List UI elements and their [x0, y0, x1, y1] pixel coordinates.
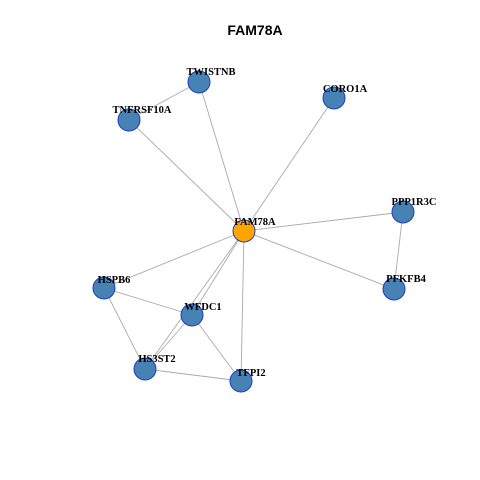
node-label-pfkfb4: PFKFB4 — [386, 274, 426, 285]
node-label-tfpi2: TFPI2 — [236, 368, 265, 379]
node-label-ppp1r3c: PPP1R3C — [392, 197, 437, 208]
node-circle-tnfrsf10a — [117, 108, 141, 132]
node-twistnb: TWISTNB — [186, 67, 236, 94]
nodes-layer: FAM78A TWISTNB TNFRSF10A CORO1A PPP1R3C PFKFB… — [92, 67, 437, 393]
node-tnfrsf10a: TNFRSF10A — [113, 105, 172, 132]
node-label-tnfrsf10a: TNFRSF10A — [113, 105, 172, 116]
node-pfkfb4: PFKFB4 — [382, 274, 427, 301]
edge-wfdc1-hs3st2 — [144, 314, 193, 370]
edge-ppp1r3c-pfkfb4 — [393, 211, 404, 290]
edge-fam78a-tfpi2 — [240, 230, 245, 382]
node-label-coro1a: CORO1A — [323, 84, 368, 95]
node-tfpi2: TFPI2 — [229, 368, 266, 393]
edges-layer — [103, 81, 404, 382]
node-label-hspb6: HSPB6 — [98, 275, 131, 286]
edge-hs3st2-tfpi2 — [144, 368, 242, 382]
node-circle-fam78a — [232, 219, 256, 243]
node-label-fam78a: FAM78A — [234, 217, 276, 228]
node-circle-twistnb — [187, 70, 211, 94]
edge-fam78a-ppp1r3c — [243, 211, 404, 232]
node-circle-coro1a — [322, 86, 346, 110]
diagram-title: FAM78A — [227, 22, 282, 38]
node-circle-hspb6 — [92, 276, 116, 300]
node-label-twistnb: TWISTNB — [186, 67, 235, 78]
edge-fam78a-tnfrsf10a — [128, 119, 245, 232]
node-wfdc1: WFDC1 — [180, 302, 222, 327]
edge-wfdc1-tfpi2 — [191, 314, 242, 382]
edge-twistnb-tnfrsf10a — [128, 81, 200, 121]
node-circle-ppp1r3c — [391, 200, 415, 224]
edge-fam78a-hspb6 — [103, 230, 245, 289]
node-hs3st2: HS3ST2 — [133, 354, 176, 381]
node-hspb6: HSPB6 — [92, 275, 131, 300]
edge-fam78a-pfkfb4 — [243, 230, 395, 290]
node-circle-hs3st2 — [133, 357, 157, 381]
node-coro1a: CORO1A — [322, 84, 368, 110]
node-label-wfdc1: WFDC1 — [184, 302, 221, 313]
node-ppp1r3c: PPP1R3C — [391, 197, 437, 224]
edge-fam78a-twistnb — [198, 81, 245, 232]
node-circle-pfkfb4 — [382, 277, 406, 301]
node-fam78a: FAM78A — [232, 217, 276, 243]
edge-fam78a-coro1a — [243, 97, 335, 232]
edge-fam78a-wfdc1 — [191, 230, 245, 316]
edge-hspb6-wfdc1 — [103, 287, 193, 316]
node-circle-wfdc1 — [180, 303, 204, 327]
edge-fam78a-hs3st2 — [144, 230, 245, 370]
edge-hspb6-hs3st2 — [103, 287, 146, 370]
node-circle-tfpi2 — [229, 369, 253, 393]
node-label-hs3st2: HS3ST2 — [138, 354, 175, 365]
